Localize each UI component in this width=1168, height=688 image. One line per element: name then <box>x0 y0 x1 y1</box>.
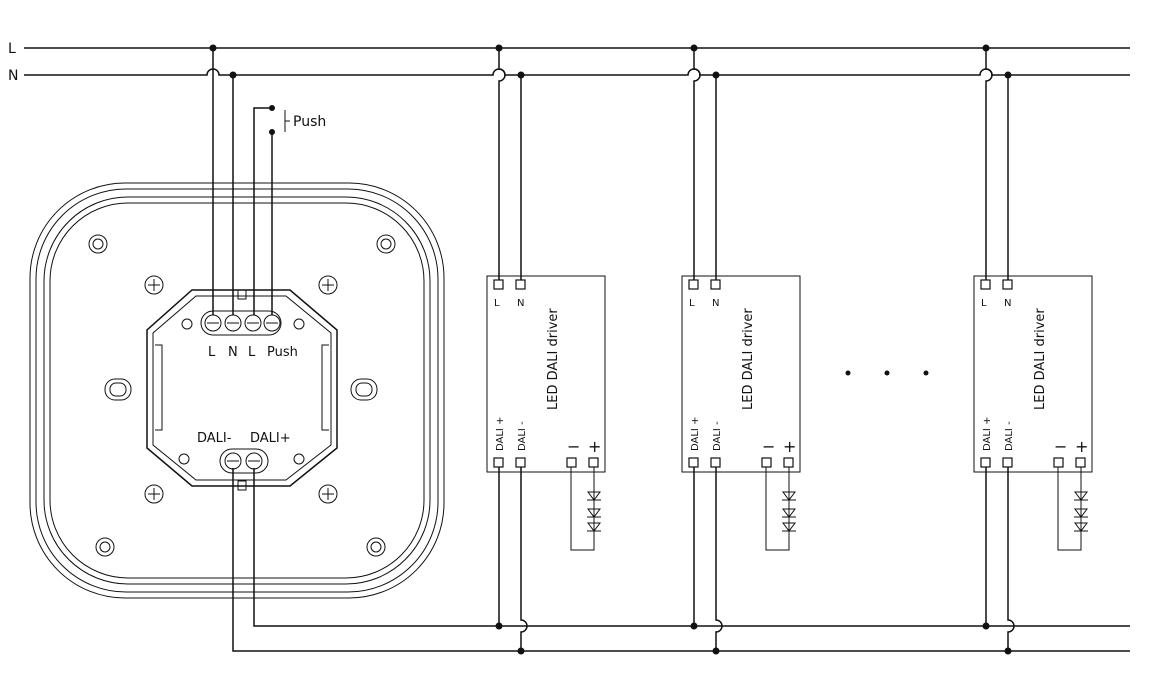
driver-2-label-plus: + <box>783 437 796 456</box>
screw-tr <box>318 275 338 295</box>
driver-3-label-dali-minus: DALI - <box>1004 421 1015 451</box>
driver-2: L N LED DALI driver DALI + DALI - − + <box>681 44 801 655</box>
driver-1-label-minus: − <box>567 437 580 456</box>
dali-minus-label: DALI- <box>197 431 232 446</box>
driver-3-title: LED DALI driver <box>1033 308 1048 410</box>
driver-1-title: LED DALI driver <box>546 308 561 410</box>
more-drivers-ellipsis <box>845 370 929 376</box>
driver-1-label-n: N <box>517 298 524 309</box>
push-label: Push <box>293 114 326 130</box>
terminal-label-l2: L <box>248 345 256 360</box>
terminal-label-n: N <box>228 345 238 360</box>
controller-device: L N L Push DALI- DALI+ <box>29 182 445 599</box>
device-feed-wires <box>209 44 237 315</box>
corner-hole-tl <box>88 234 108 254</box>
driver-3-label-dali-plus: DALI + <box>982 417 993 451</box>
terminal-label-l1: L <box>208 345 216 360</box>
screw-tl <box>144 275 164 295</box>
corner-hole-tr <box>376 234 396 254</box>
bus-label-n: N <box>8 68 18 84</box>
driver-3-label-l: L <box>981 298 987 309</box>
driver-1: L N LED DALI driver DALI + DALI - − + <box>486 44 606 655</box>
dali-plus-bus-wire <box>253 468 1130 627</box>
dali-minus-bus-wire <box>232 468 1130 652</box>
dali-terminal-block <box>219 448 269 474</box>
driver-2-title: LED DALI driver <box>741 308 756 410</box>
driver-1-label-dali-minus: DALI - <box>517 421 528 451</box>
slot-right <box>350 378 378 401</box>
driver-2-label-l: L <box>689 298 695 309</box>
driver-1-label-l: L <box>494 298 500 309</box>
driver-2-label-n: N <box>712 298 719 309</box>
driver-3: L N LED DALI driver DALI + DALI - − + <box>973 44 1093 655</box>
driver-1-led-string <box>587 491 601 532</box>
corner-hole-bl <box>95 537 115 557</box>
driver-3-label-n: N <box>1004 298 1011 309</box>
driver-2-label-minus: − <box>762 437 775 456</box>
terminal-label-push: Push <box>267 345 298 360</box>
corner-hole-br <box>366 537 386 557</box>
driver-2-label-dali-plus: DALI + <box>690 417 701 451</box>
driver-3-label-plus: + <box>1075 437 1088 456</box>
driver-1-label-plus: + <box>588 437 601 456</box>
n-bus-wire <box>24 68 1130 76</box>
driver-1-label-dali-plus: DALI + <box>495 417 506 451</box>
dali-plus-label: DALI+ <box>250 431 291 446</box>
bus-label-l: L <box>8 41 16 57</box>
screw-bl <box>144 484 164 504</box>
driver-3-label-minus: − <box>1054 437 1067 456</box>
driver-3-led-string <box>1074 491 1088 532</box>
driver-2-led-string <box>782 491 796 532</box>
slot-left <box>104 378 132 401</box>
screw-br <box>318 484 338 504</box>
driver-2-label-dali-minus: DALI - <box>712 421 723 451</box>
push-switch: Push <box>253 105 326 315</box>
